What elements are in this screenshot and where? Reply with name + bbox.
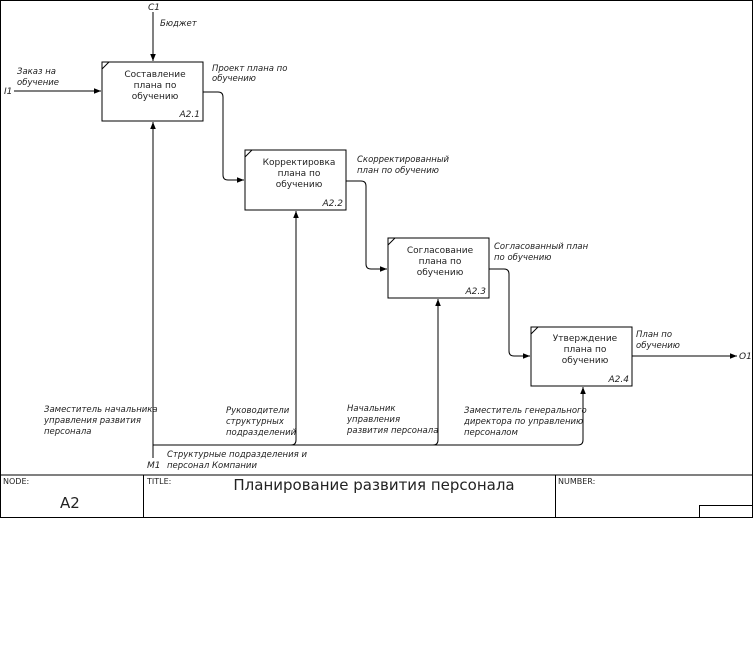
- mechanism-arrow-a2-2[interactable]: Руководители структурных подразделений: [226, 211, 299, 446]
- arrow-label: План по: [636, 330, 672, 340]
- arrow-label: структурных: [226, 417, 285, 427]
- box-title-line: обучению: [417, 268, 464, 278]
- arrow-label: Заказ на: [17, 67, 56, 77]
- arrow-label: директора по управлению: [463, 417, 583, 427]
- box-number: A2.3: [465, 287, 487, 297]
- arrow-label: Начальник: [347, 404, 396, 414]
- arrow-label: Руководители: [226, 406, 290, 416]
- input-arrow-i1[interactable]: I1 Заказ на обучение: [4, 67, 101, 97]
- box-title-line: плана по: [564, 345, 607, 355]
- arrow-label: Согласованный план: [494, 242, 589, 252]
- box-title-line: Утверждение: [553, 334, 618, 344]
- title-label: TITLE:: [146, 477, 171, 486]
- arrow-label: персонал Компании: [167, 461, 257, 471]
- arrow-label: по обучению: [494, 253, 551, 263]
- activity-box-a2-3[interactable]: Согласование плана по обучению A2.3: [387, 237, 490, 299]
- box-title-line: обучению: [132, 92, 179, 102]
- control-arrow-c1[interactable]: C1 Бюджет: [148, 3, 198, 61]
- arrow-code: C1: [148, 3, 160, 13]
- box-title-line: плана по: [134, 81, 177, 91]
- box-title-line: Составление: [124, 70, 186, 80]
- node-value: A2: [60, 494, 80, 512]
- flow-arrow-a2-3-to-a2-4[interactable]: Согласованный план по обучению: [489, 242, 589, 359]
- number-box: [699, 505, 753, 518]
- arrow-label: Бюджет: [160, 19, 198, 29]
- box-number: A2.1: [179, 110, 200, 120]
- arrow-label: обучению: [636, 341, 680, 351]
- mechanism-arrow-a2-1[interactable]: Заместитель начальника управления развит…: [43, 405, 158, 437]
- box-title-line: обучению: [562, 356, 609, 366]
- arrow-label: персонала: [44, 427, 91, 437]
- arrow-label: обучение: [17, 78, 59, 88]
- arrow-label: управления развития: [43, 416, 141, 426]
- box-title-line: Корректировка: [263, 158, 336, 168]
- diagram-footer: NODE: A2 TITLE: Планирование развития пе…: [0, 474, 753, 518]
- arrow-label: план по обучению: [357, 166, 439, 176]
- box-title-line: плана по: [419, 257, 462, 267]
- activity-box-a2-4[interactable]: Утверждение плана по обучению A2.4: [530, 326, 633, 387]
- mechanism-arrow-m1[interactable]: M1 Структурные подразделения и персонал …: [147, 122, 307, 471]
- arrow-label: Заместитель генерального: [464, 406, 587, 416]
- arrow-label: развития персонала: [346, 426, 438, 436]
- arrow-code: M1: [147, 461, 161, 471]
- number-label: NUMBER:: [558, 477, 595, 486]
- box-title-line: Согласование: [407, 246, 474, 256]
- flow-arrow-a2-2-to-a2-3[interactable]: Скорректированный план по обучению: [346, 155, 450, 272]
- arrow-label: персоналом: [464, 428, 518, 438]
- arrow-code: O1: [739, 352, 752, 362]
- flow-arrow-a2-1-to-a2-2[interactable]: Проект плана по обучению: [203, 64, 287, 183]
- mechanism-arrow-a2-4[interactable]: Заместитель генерального директора по уп…: [463, 387, 587, 446]
- arrow-label: Проект плана по: [212, 64, 287, 74]
- diagram-border: [0, 0, 753, 518]
- activity-box-a2-2[interactable]: Корректировка плана по обучению A2.2: [244, 149, 347, 211]
- arrow-label: подразделений: [226, 428, 297, 438]
- arrow-label: обучению: [212, 74, 256, 84]
- arrow-label: Скорректированный: [357, 155, 450, 165]
- box-title-line: обучению: [276, 180, 323, 190]
- arrow-code: I1: [4, 87, 12, 97]
- arrow-label: управления: [346, 415, 400, 425]
- node-label: NODE:: [3, 477, 29, 486]
- output-arrow-o1[interactable]: O1 План по обучению: [632, 330, 752, 362]
- activity-box-a2-1[interactable]: Составление плана по обучению A2.1: [101, 61, 204, 122]
- mechanism-arrow-a2-3[interactable]: Начальник управления развития персонала: [346, 299, 441, 446]
- box-number: A2.2: [322, 199, 344, 209]
- box-number: A2.4: [608, 375, 630, 385]
- arrow-label: Заместитель начальника: [44, 405, 158, 415]
- box-title-line: плана по: [278, 169, 321, 179]
- diagram-title: Планирование развития персонала: [233, 476, 514, 494]
- arrow-label: Структурные подразделения и: [167, 450, 307, 460]
